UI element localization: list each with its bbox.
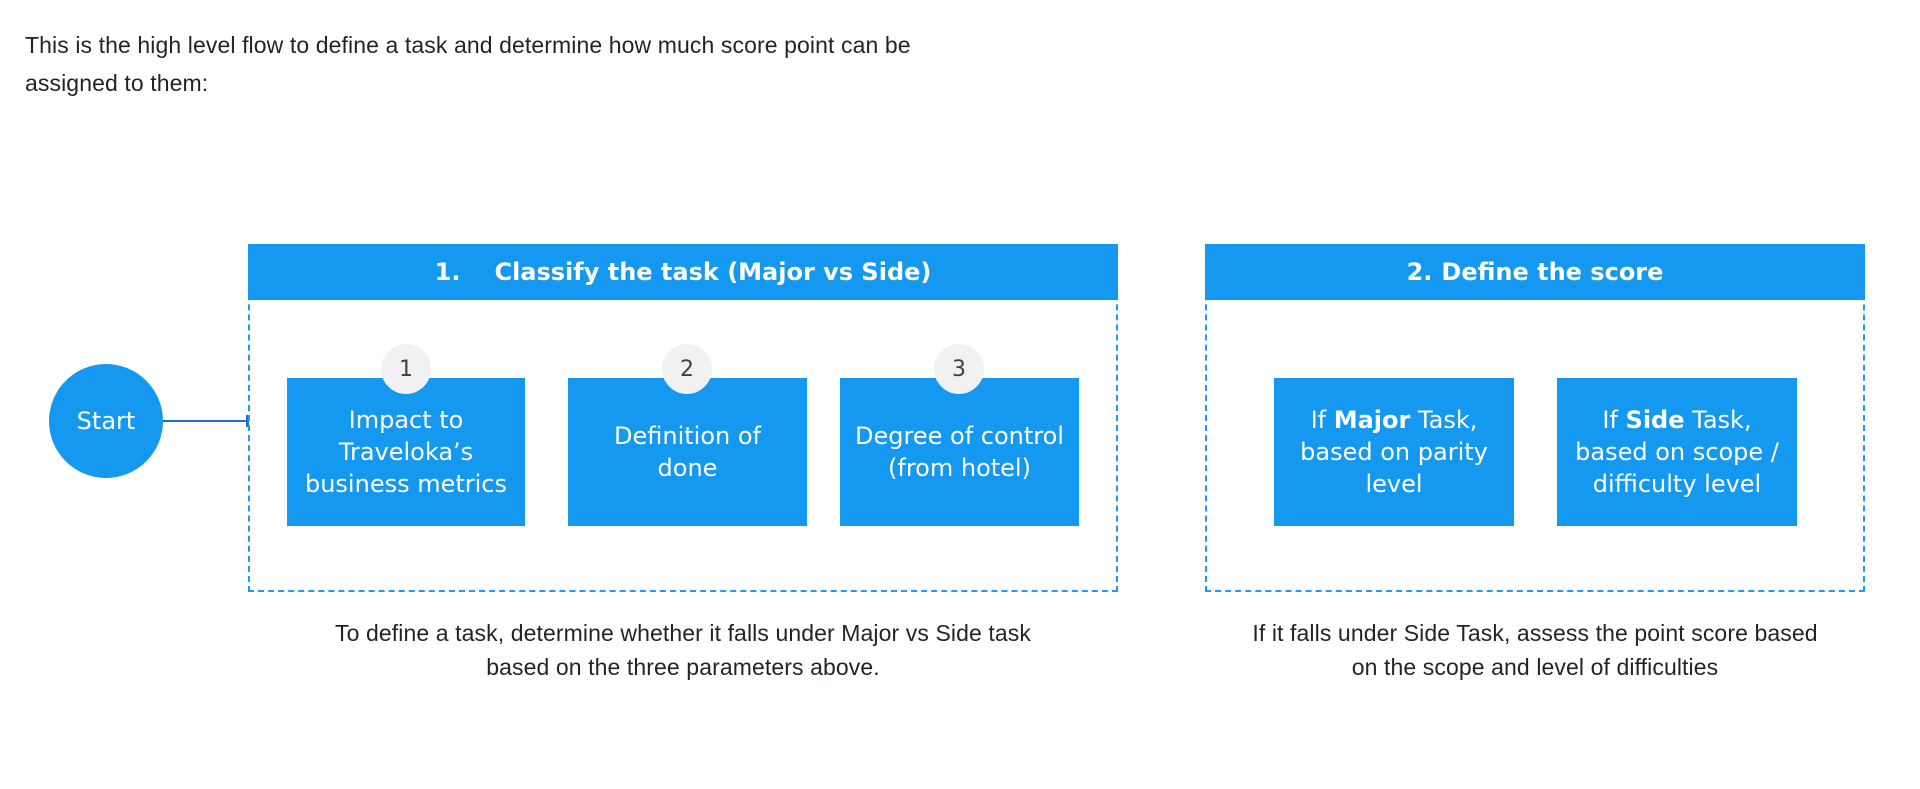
section-define-score-header: 2. Define the score — [1205, 244, 1865, 300]
major-task-suffix: Task, based on parity level — [1300, 406, 1488, 498]
classify-task-caption: To define a task, determine whether it f… — [335, 620, 1031, 680]
section-classify-task: 1. Classify the task (Major vs Side) 1 I… — [248, 244, 1118, 592]
section-classify-number: 1. — [434, 258, 461, 286]
major-task-prefix: If — [1310, 406, 1334, 434]
intro-text: This is the high level flow to define a … — [25, 32, 911, 96]
step-2-number-badge: 2 — [662, 344, 712, 394]
major-task-box: If Major Task, based on parity level — [1274, 378, 1514, 526]
start-node: Start — [49, 364, 163, 478]
section-define-score-title: Define the score — [1441, 258, 1664, 286]
major-task-bold-word: Major — [1333, 406, 1411, 434]
step-2-box: Definition of done — [568, 378, 807, 526]
start-label: Start — [76, 407, 136, 435]
connector-line — [163, 420, 248, 422]
section-classify-header: 1. Classify the task (Major vs Side) — [248, 244, 1118, 300]
step-3-label: Degree of control (from hotel) — [855, 422, 1064, 482]
side-task-bold-word: Side — [1625, 406, 1685, 434]
step-1-box: Impact to Traveloka’s business metrics — [287, 378, 525, 526]
section-define-score-number: 2. — [1406, 258, 1433, 286]
major-task-label: If Major Task, based on parity level — [1300, 404, 1488, 500]
step-1-number-badge: 1 — [381, 344, 431, 394]
step-1-number: 1 — [399, 356, 413, 382]
step-2-label: Definition of done — [614, 422, 761, 482]
side-task-box: If Side Task, based on scope / difficult… — [1557, 378, 1797, 526]
step-3-box: Degree of control (from hotel) — [840, 378, 1079, 526]
side-task-prefix: If — [1602, 406, 1626, 434]
step-3-number: 3 — [952, 356, 966, 382]
step-1-label: Impact to Traveloka’s business metrics — [304, 406, 508, 498]
connector-endpoint — [246, 415, 249, 427]
step-3-number-badge: 3 — [934, 344, 984, 394]
side-task-label: If Side Task, based on scope / difficult… — [1575, 404, 1779, 500]
section-define-score: 2. Define the score If Major Task, based… — [1205, 244, 1865, 592]
step-2-number: 2 — [680, 356, 694, 382]
section-classify-title: Classify the task (Major vs Side) — [494, 258, 932, 286]
side-task-suffix: Task, based on scope / difficulty level — [1575, 406, 1779, 498]
define-score-caption: If it falls under Side Task, assess the … — [1252, 620, 1818, 680]
